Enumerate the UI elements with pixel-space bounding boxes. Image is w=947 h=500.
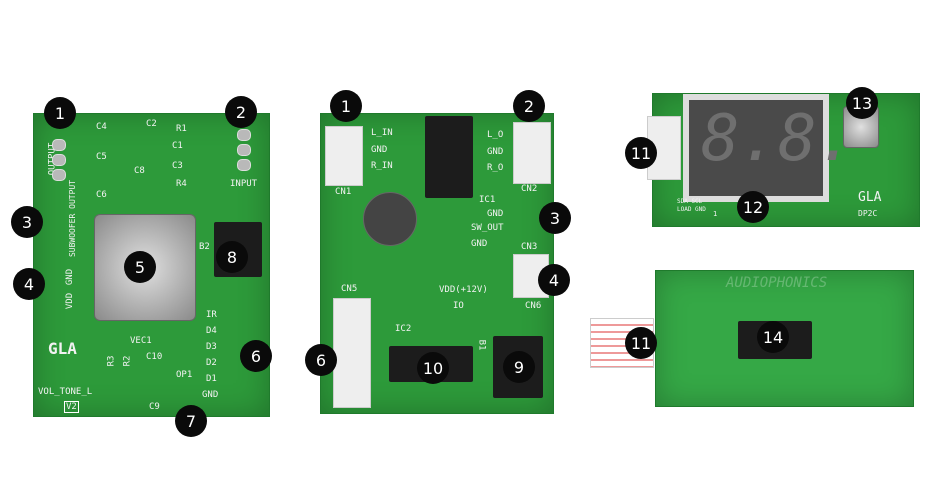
label-model: DP2C [858, 209, 878, 218]
label-r3: R3 [106, 355, 117, 367]
callout-8: 8 [216, 241, 248, 273]
label-cn1: CN1 [335, 187, 352, 197]
label-r4: R4 [176, 179, 187, 189]
display-board-front: 8.8. GLA DP2C SDA SCL LOAD GND 1 [647, 93, 920, 227]
label-b2: B2 [199, 242, 210, 252]
callout-4: 4 [538, 264, 570, 296]
capacitor [363, 192, 417, 246]
connector-cn2 [513, 122, 551, 184]
label-gnd: GND [471, 239, 488, 249]
callout-11: 11 [625, 137, 657, 169]
callout-11: 11 [625, 327, 657, 359]
label-model: VOL_TONE_L [38, 387, 93, 397]
pad [52, 139, 66, 151]
seven-segment-display [683, 94, 829, 202]
pad [237, 159, 251, 171]
label-b1: B1 [476, 339, 487, 351]
label-gla: GLA [48, 339, 77, 358]
label-l-in: L_IN [371, 128, 393, 138]
pad [52, 154, 66, 166]
label-gnd: GND [202, 390, 219, 400]
watermark: AUDIOPHONICS [726, 275, 828, 291]
label-l-o: L_O [487, 130, 504, 140]
callout-5: 5 [124, 251, 156, 283]
label-gnd: GND [371, 145, 388, 155]
callout-6: 6 [240, 340, 272, 372]
callout-14: 14 [757, 321, 789, 353]
label-version: V2 [64, 401, 79, 413]
label-r-o: R_O [487, 163, 504, 173]
label-d2: D2 [206, 358, 217, 368]
label-d3: D3 [206, 342, 217, 352]
label-c2: C2 [146, 119, 157, 129]
label-c8: C8 [134, 166, 145, 176]
callout-2: 2 [513, 90, 545, 122]
label-gnd: GND [65, 268, 76, 286]
label-cn6: CN6 [525, 301, 542, 311]
label-vdd: VDD(+12V) [439, 285, 488, 295]
label-cn3: CN3 [521, 242, 538, 252]
callout-9: 9 [503, 351, 535, 383]
label-d1: D1 [206, 374, 217, 384]
label-r-in: R_IN [371, 161, 393, 171]
callout-3: 3 [11, 206, 43, 238]
label-vec1: VEC1 [130, 336, 152, 346]
callout-12: 12 [737, 191, 769, 223]
connector-cn1 [325, 126, 363, 186]
label-ir: IR [206, 310, 217, 320]
display-digits: 8.8. [701, 102, 856, 176]
callout-13: 13 [846, 87, 878, 119]
pad [52, 169, 66, 181]
label-ic1: IC1 [479, 195, 496, 205]
callout-3: 3 [539, 202, 571, 234]
label-c9: C9 [149, 402, 160, 412]
label-cn2: CN2 [521, 184, 538, 194]
label-subwoofer-output: SUBWOOFER OUTPUT [68, 179, 78, 258]
label-pins: SDA SCL LOAD GND [677, 198, 706, 213]
pad [237, 129, 251, 141]
callout-1: 1 [330, 90, 362, 122]
label-gla: GLA [858, 190, 882, 205]
pad [237, 144, 251, 156]
label-gnd: GND [487, 147, 504, 157]
callout-4: 4 [13, 268, 45, 300]
connector-cn5 [333, 298, 371, 408]
label-c10: C10 [146, 352, 163, 362]
label-vdd: VDD [65, 292, 76, 310]
label-c1: C1 [172, 141, 183, 151]
label-d: IO [453, 301, 464, 311]
label-d4: D4 [206, 326, 217, 336]
label-pin-1: 1 [713, 210, 718, 218]
label-c5: C5 [96, 152, 107, 162]
callout-7: 7 [175, 405, 207, 437]
callout-10: 10 [417, 352, 449, 384]
callout-6: 6 [305, 344, 337, 376]
label-ic2: IC2 [395, 324, 412, 334]
label-gnd: GND [487, 209, 504, 219]
label-c3: C3 [172, 161, 183, 171]
label-r1: R1 [176, 124, 187, 134]
label-sw-out: SW_OUT [471, 223, 504, 233]
label-r2: R2 [122, 355, 133, 367]
label-input: INPUT [230, 179, 258, 189]
ic1-chip [425, 116, 473, 198]
label-c4: C4 [96, 122, 107, 132]
label-op1: OP1 [176, 370, 193, 380]
label-c6: C6 [96, 190, 107, 200]
callout-1: 1 [44, 97, 76, 129]
callout-2: 2 [225, 96, 257, 128]
label-cn5: CN5 [341, 284, 358, 294]
